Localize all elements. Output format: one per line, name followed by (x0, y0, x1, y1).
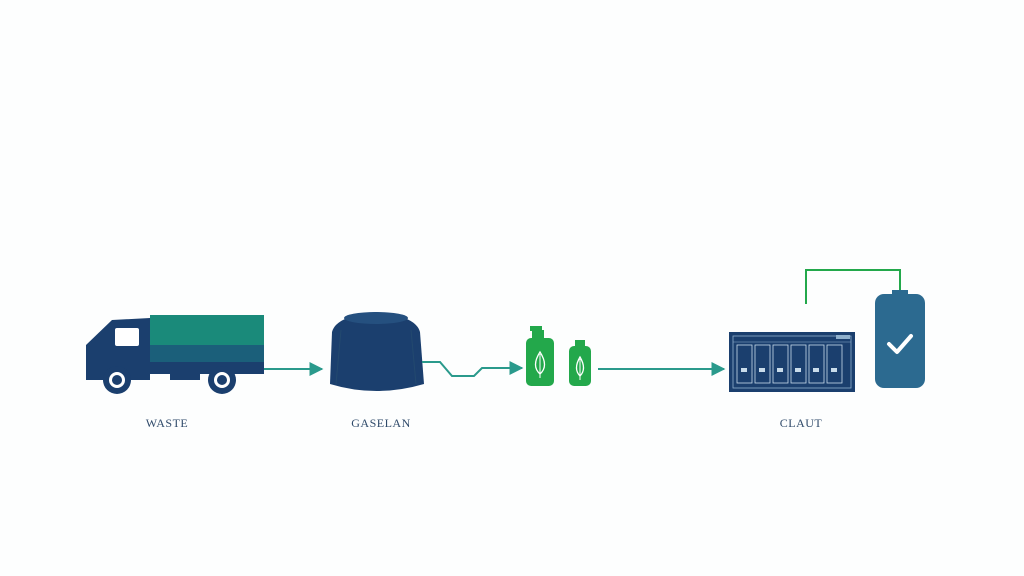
storage-tank-check-icon (875, 290, 925, 388)
pipe-panel-to-storage (805, 269, 901, 304)
bottles-icon (526, 326, 591, 386)
check-icon (887, 334, 913, 354)
stage-label-waste: WASTE (145, 416, 189, 430)
digester-tank-icon (330, 312, 424, 391)
stage-label-gaselan: GASELAN (351, 416, 411, 430)
control-panel-icon (729, 332, 855, 392)
pipe-digester-to-bottles (422, 361, 524, 377)
stage-label-claut: CLAUT (779, 416, 823, 430)
truck-icon (86, 315, 264, 394)
